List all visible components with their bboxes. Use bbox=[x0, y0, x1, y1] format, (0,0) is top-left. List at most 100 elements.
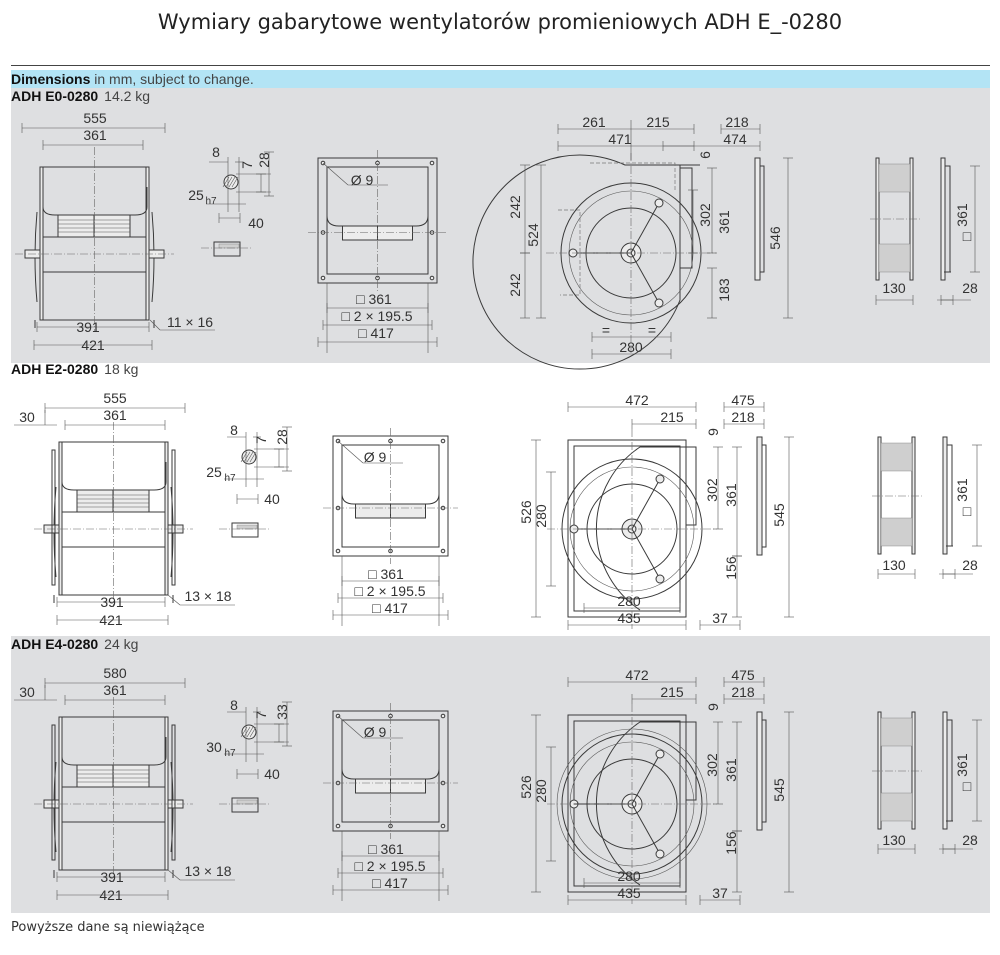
dim-label-key-d: 7 bbox=[239, 161, 255, 169]
mesh-grille bbox=[878, 243, 911, 273]
dim-label-s-9: 9 bbox=[705, 428, 721, 436]
mount-hole bbox=[440, 548, 446, 554]
arm-mount bbox=[655, 749, 665, 759]
dim-label-s-302: 302 bbox=[704, 478, 720, 502]
dim-label-s-526: 526 bbox=[518, 775, 534, 799]
dim-label-shaft-h: 28 bbox=[274, 429, 290, 445]
hatch bbox=[243, 451, 251, 463]
inlet-curve bbox=[61, 737, 167, 766]
dim-label-s-261: 261 bbox=[582, 114, 606, 130]
dim-label-s-156: 156 bbox=[723, 831, 739, 855]
dim-label-fl-pitch: □ 2 × 195.5 bbox=[341, 308, 412, 324]
dim-label-base-in: 391 bbox=[100, 869, 124, 885]
dim-label-s-215: 215 bbox=[660, 409, 684, 425]
frame-outer bbox=[567, 439, 687, 618]
dim-label-s-302: 302 bbox=[704, 753, 720, 777]
banner-text: in mm, subject to change. bbox=[90, 71, 254, 87]
inlet-curve bbox=[61, 462, 167, 491]
blades bbox=[342, 225, 378, 241]
footer-note: Powyższe dane są niewiążące bbox=[11, 920, 205, 935]
dim-label-s-545: 545 bbox=[771, 778, 787, 802]
dim-label-s-eq2: = bbox=[648, 322, 656, 338]
dim-label-s-361: 361 bbox=[716, 210, 732, 234]
dim-label-s-156: 156 bbox=[723, 556, 739, 580]
blades bbox=[390, 778, 426, 794]
mesh-grille bbox=[880, 442, 913, 472]
frame-outer bbox=[567, 714, 687, 893]
dim-label-shaft-len: 40 bbox=[264, 491, 280, 507]
outlet bbox=[946, 444, 953, 547]
dim-label-shaft-h: 33 bbox=[274, 704, 290, 720]
mount-hole bbox=[335, 548, 341, 554]
dim-label-base-in: 391 bbox=[100, 594, 124, 610]
dim-label-r-28: 28 bbox=[962, 557, 978, 573]
dim-label-fl-in: □ 361 bbox=[368, 841, 404, 857]
dim-label-s-280v: 280 bbox=[533, 504, 549, 528]
key bbox=[236, 524, 258, 530]
motor-arm bbox=[631, 803, 661, 855]
dim-label-key-w: 8 bbox=[230, 697, 238, 713]
dim-label-s-472: 472 bbox=[625, 392, 649, 408]
dim-label-shaft-len: 40 bbox=[248, 215, 264, 231]
dim-label-s-242b: 242 bbox=[507, 273, 523, 297]
motor-arm bbox=[631, 478, 661, 530]
dim-label-w-inner: 361 bbox=[103, 407, 127, 423]
dim-label-s-37: 37 bbox=[712, 885, 728, 901]
dim-label-s-435: 435 bbox=[617, 610, 641, 626]
dim-label-shaft-tol: h7 bbox=[205, 196, 217, 207]
section-header-e2: ADH E2-0280 18 kg bbox=[11, 361, 138, 377]
model-weight: 24 kg bbox=[104, 636, 139, 652]
mount-hole bbox=[335, 823, 341, 829]
dim-label-s-302: 302 bbox=[697, 203, 713, 227]
shaft-section bbox=[241, 724, 257, 740]
dim-label-s-183: 183 bbox=[716, 278, 732, 302]
model-name: ADH E0-0280 bbox=[11, 88, 99, 104]
impeller-blades bbox=[112, 764, 150, 788]
mount-hole bbox=[429, 160, 435, 166]
dim-label-base-out: 421 bbox=[99, 612, 123, 628]
dim-label-r-28: 28 bbox=[962, 832, 978, 848]
dim-label-key-w: 8 bbox=[212, 144, 220, 160]
dim-label-s-6: 6 bbox=[697, 151, 713, 159]
mount-hole bbox=[440, 438, 446, 444]
dim-label-base-out: 421 bbox=[81, 337, 105, 353]
shaft-section bbox=[241, 449, 257, 465]
bulge-frame bbox=[171, 724, 176, 861]
mesh-grille bbox=[880, 792, 913, 822]
model-weight: 18 kg bbox=[104, 361, 139, 377]
dim-label-hole: Ø 9 bbox=[364, 724, 387, 740]
motor-arm bbox=[630, 252, 660, 304]
leader bbox=[167, 869, 181, 881]
dim-label-s-218: 218 bbox=[731, 409, 755, 425]
dim-label-s-361: 361 bbox=[723, 758, 739, 782]
outlet bbox=[685, 446, 697, 526]
hatch bbox=[243, 726, 251, 738]
dim-label-s-475: 475 bbox=[731, 667, 755, 683]
dim-label-foot: 11 × 16 bbox=[167, 314, 213, 330]
blades bbox=[355, 503, 391, 519]
arm-mount bbox=[655, 849, 665, 859]
blades bbox=[377, 225, 413, 241]
banner-bold: Dimensions bbox=[11, 71, 91, 87]
key bbox=[236, 799, 258, 805]
dim-label-r-130: 130 bbox=[882, 280, 906, 296]
dim-label-r-130: 130 bbox=[882, 832, 906, 848]
dim-label-s-218: 218 bbox=[725, 114, 749, 130]
dim-label-s-474: 474 bbox=[723, 131, 747, 147]
dim-label-base-out: 421 bbox=[99, 887, 123, 903]
keyed-shaft bbox=[231, 797, 259, 813]
dim-label-s-eq1: = bbox=[602, 322, 610, 338]
mesh-grille bbox=[880, 517, 913, 547]
flange bbox=[911, 436, 916, 555]
dim-label-fl-in: □ 361 bbox=[368, 566, 404, 582]
dim-label-fl-pitch: □ 2 × 195.5 bbox=[354, 583, 425, 599]
dim-label-key-d: 7 bbox=[253, 436, 269, 444]
model-name: ADH E2-0280 bbox=[11, 361, 99, 377]
dim-label-key-w: 8 bbox=[230, 422, 238, 438]
page-title: Wymiary gabarytowe wentylatorów promieni… bbox=[157, 10, 843, 34]
hatch bbox=[249, 726, 257, 738]
dim-label-shaft-tol: h7 bbox=[224, 748, 236, 759]
blades bbox=[355, 778, 391, 794]
impeller-blades bbox=[76, 764, 114, 788]
